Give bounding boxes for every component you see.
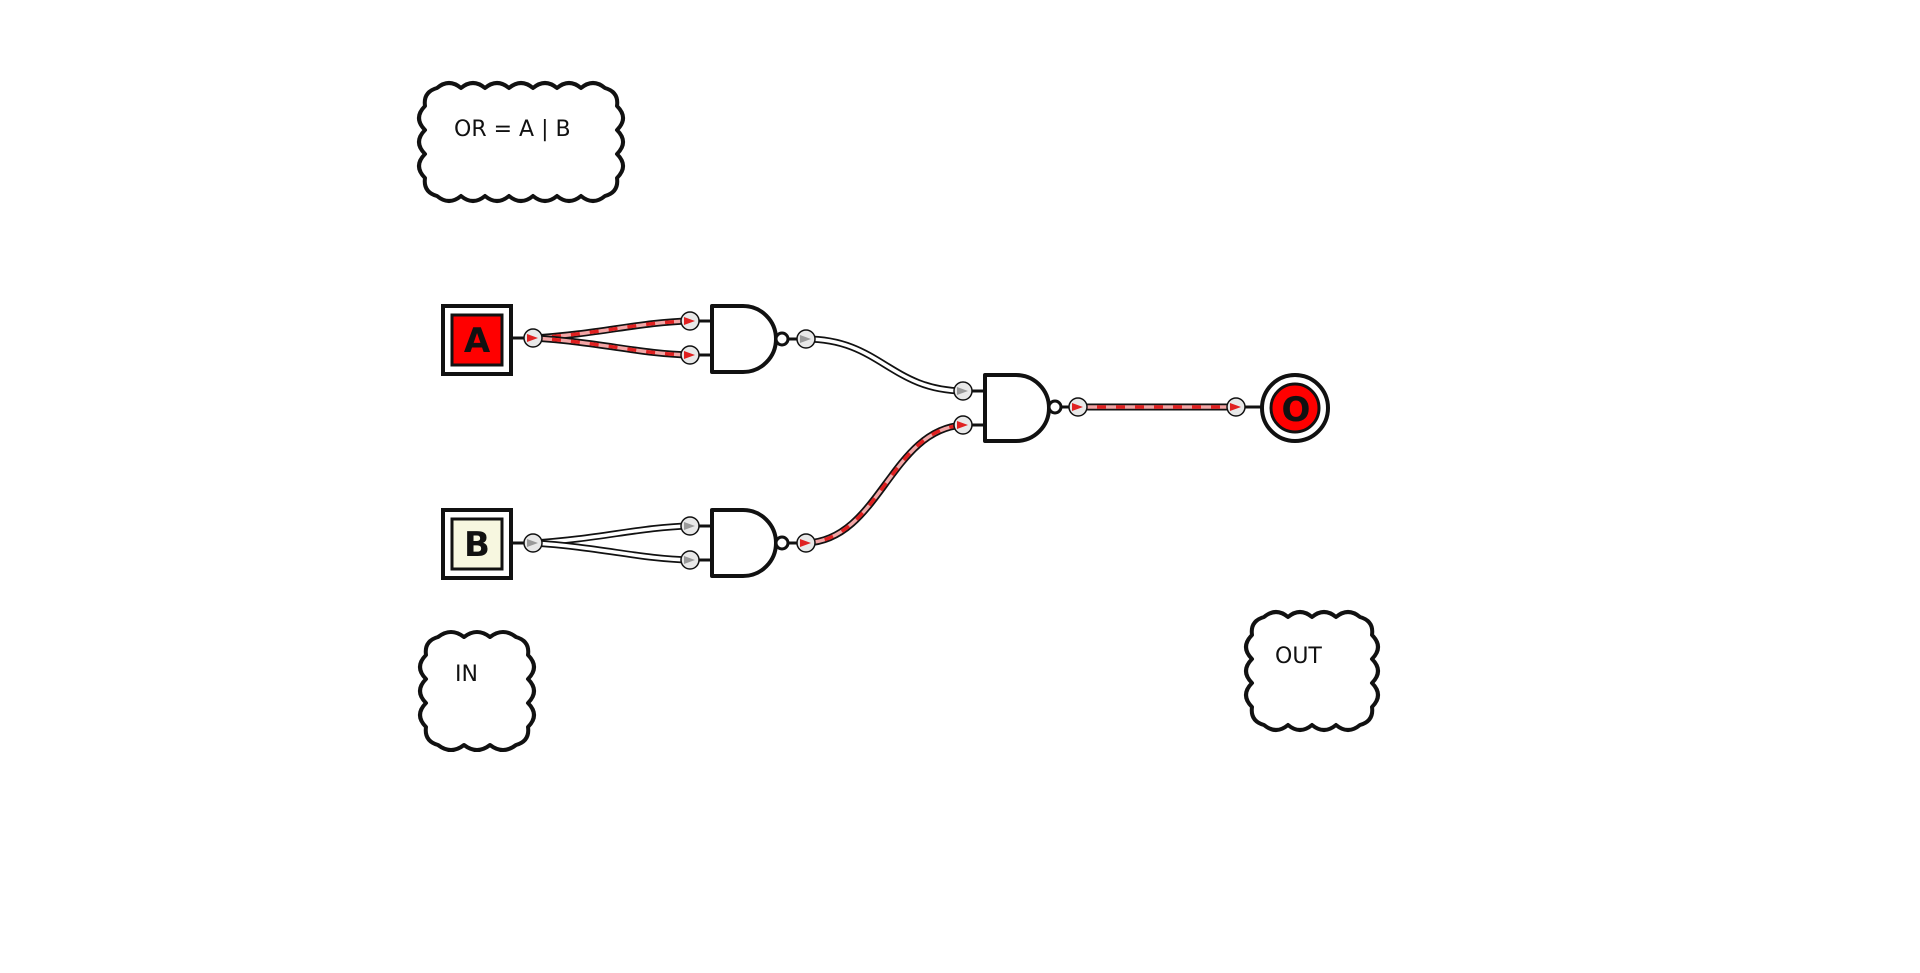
- note-inputs[interactable]: IN: [418, 630, 536, 752]
- signal-arrow-icon: [527, 334, 538, 342]
- wire-a-to-gate1-bottom[interactable]: [529, 334, 694, 359]
- signal-arrow-icon: [1072, 403, 1083, 411]
- note-cloud-shape: [417, 81, 625, 203]
- signal-arrow-icon: [957, 387, 968, 395]
- signal-arrow-icon: [800, 335, 811, 343]
- signal-arrow-icon: [684, 351, 695, 359]
- signal-arrow-icon: [684, 317, 695, 325]
- signal-arrow-icon: [800, 539, 811, 547]
- output-node-fill: [1269, 382, 1321, 434]
- note-cloud-shape: [1244, 610, 1380, 732]
- input-node-a-label: A: [464, 321, 491, 361]
- wire-b-to-gate2-bottom[interactable]: [529, 539, 694, 564]
- note-inputs-text: IN: [455, 662, 478, 687]
- wire-b-to-gate2-top[interactable]: [529, 522, 694, 547]
- note-formula[interactable]: OR = A | B: [417, 81, 625, 203]
- note-formula-text: OR = A | B: [454, 117, 571, 142]
- input-node-b-fill: [450, 517, 504, 571]
- signal-arrow-icon: [527, 539, 538, 547]
- signal-arrows: [527, 317, 1241, 564]
- output-node-label: O: [1282, 390, 1311, 430]
- wire-gate2-to-gate3[interactable]: [802, 421, 967, 547]
- nand-gate-2[interactable]: [698, 508, 800, 578]
- input-node-b-label: B: [464, 525, 490, 565]
- input-node-b[interactable]: B: [441, 508, 525, 580]
- note-cloud-shape: [418, 630, 536, 752]
- input-node-a[interactable]: A: [441, 304, 525, 376]
- signal-arrow-icon: [684, 556, 695, 564]
- signal-arrow-icon: [1230, 403, 1241, 411]
- wire-gate1-to-gate3[interactable]: [802, 335, 967, 395]
- note-outputs-text: OUT: [1275, 644, 1322, 669]
- output-node-o[interactable]: O: [1244, 373, 1330, 443]
- nand-gate-3[interactable]: [971, 373, 1072, 443]
- signal-arrow-icon: [684, 522, 695, 530]
- note-outputs[interactable]: OUT: [1244, 610, 1380, 732]
- input-node-a-fill: [450, 313, 504, 367]
- nand-gate-1[interactable]: [698, 304, 800, 374]
- wire-a-to-gate1-top[interactable]: [529, 317, 694, 342]
- signal-arrow-icon: [957, 421, 968, 429]
